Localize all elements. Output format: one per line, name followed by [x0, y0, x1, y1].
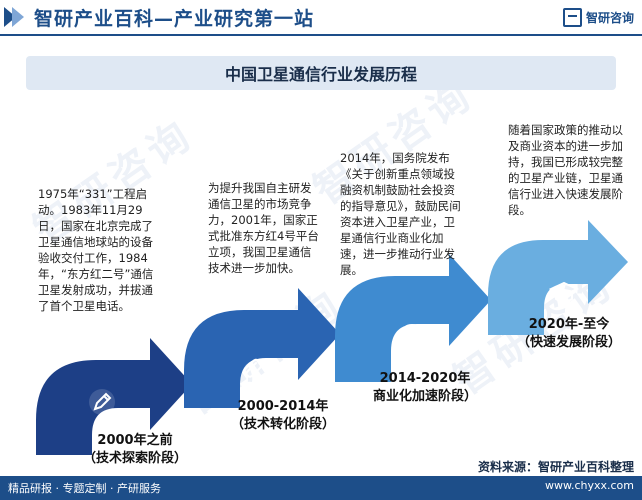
stage-arrow-4 — [488, 220, 628, 335]
footer: 精品研报 · 专题定制 · 产研服务 www.chyxx.com — [0, 476, 642, 500]
logo-text: 智研咨询 — [585, 11, 634, 25]
stage-4-description: 随着国家政策的推动以及商业资本的进一步加持，我国已形成较完整的卫星产业链，卫星通… — [508, 123, 623, 217]
header: 智研产业百科—产业研究第一站 智研咨询 — [0, 0, 642, 34]
header-logo[interactable]: 智研咨询 — [562, 8, 634, 27]
stage-4-label: 2020年-至今 （快速发展阶段） — [504, 316, 634, 352]
stage-4-name: （快速发展阶段） — [516, 335, 621, 350]
stage-2-name: （技术转化阶段） — [230, 417, 335, 432]
lightbulb-icon — [401, 323, 423, 351]
title-band: 中国卫星通信行业发展历程 — [26, 56, 616, 90]
logo-icon — [562, 8, 582, 27]
stage-2-description: 为提升我国自主研发通信卫星的市场竞争力，2001年，国家正式批准东方红4号平台立… — [208, 181, 319, 275]
header-title: 智研产业百科—产业研究第一站 — [34, 7, 315, 30]
stage-1-description: 1975年“331”工程启动。1983年11月29日，国家在北京完成了卫星通信地… — [38, 187, 154, 313]
stage-4-period: 2020年-至今 — [528, 317, 610, 332]
stage-3-label: 2014-2020年 商业化加速阶段） — [360, 370, 490, 406]
stage-arrow-2 — [184, 288, 340, 408]
pen-icon — [89, 389, 115, 415]
source-note: 资料来源：智研产业百科整理 — [477, 460, 634, 474]
footer-services: 精品研报 · 专题定制 · 产研服务 — [8, 482, 161, 495]
stage-1-period: 2000年之前 — [97, 433, 173, 448]
diagram-title: 中国卫星通信行业发展历程 — [224, 65, 417, 84]
stage-3-description: 2014年，国务院发布《关于创新重点领域投融资机制鼓励社会投资的指导意见》，鼓励… — [340, 151, 461, 277]
header-divider — [0, 34, 642, 36]
stage-3-period: 2014-2020年 — [379, 371, 471, 386]
stage-1-name: （技术探索阶段） — [82, 451, 187, 466]
graduation-cap-icon — [549, 281, 579, 303]
paperclip-icon — [244, 358, 263, 378]
stage-arrow-1 — [36, 338, 192, 455]
stage-2-period: 2000-2014年 — [237, 399, 329, 414]
stage-1-label: 2000年之前 （技术探索阶段） — [70, 432, 200, 468]
header-brand: 智研产业百科—产业研究第一站 — [0, 0, 314, 34]
header-arrow-icon-secondary — [12, 7, 24, 27]
stage-3-name: 商业化加速阶段） — [372, 389, 477, 404]
footer-website-link[interactable]: www.chyxx.com — [544, 479, 634, 492]
stage-2-label: 2000-2014年 （技术转化阶段） — [218, 398, 348, 434]
stage-arrow-3 — [335, 254, 491, 382]
